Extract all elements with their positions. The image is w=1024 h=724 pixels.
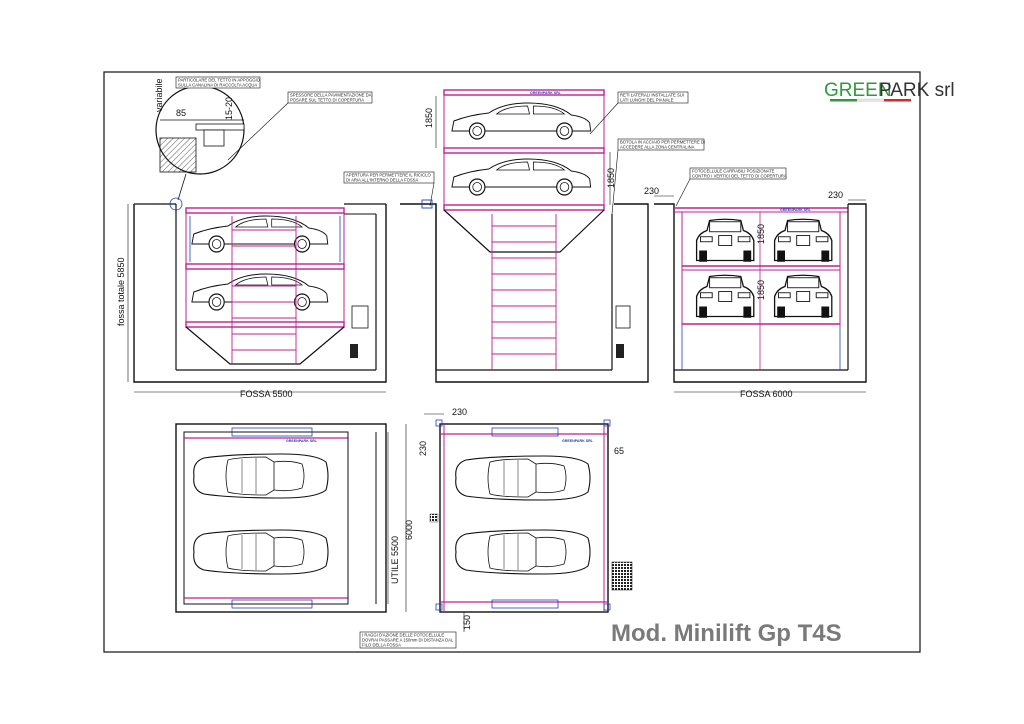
model-title: Mod. Minilift Gp T4S <box>611 620 842 647</box>
note-floor-line2: POSARE SUL TETTO DI COPERTURA <box>290 98 364 103</box>
label-1850-lower: 1850 <box>606 168 616 188</box>
note-beam-line2: DOVRAI PASSARE A 150mm DI DISTANZA DAL <box>362 638 454 643</box>
elevation-view-middle: 1850 1850 GREENPARK SRL RETI LATERALI IN… <box>343 89 705 383</box>
note-side-nets-line1: RETI LATERALI INSTALLATE SUI <box>620 93 684 98</box>
company-logo: GREEN PARK srl <box>824 80 955 102</box>
label-85: 85 <box>176 108 186 118</box>
plate-label-plan-right: GREENPARK SRL <box>562 439 594 443</box>
label-variabile: variabile <box>154 78 164 112</box>
logo-black-text: PARK srl <box>879 80 955 101</box>
label-230-right: 230 <box>828 190 843 200</box>
plan-view-right: GREENPARK SRL 230 65 150 I RAGGI D'AZION… <box>359 407 633 649</box>
note-photocells-line1: FOTOCELLULE CARRABILI POSIZIONATE <box>692 169 775 174</box>
label-230-top: 230 <box>452 407 467 417</box>
note-air-gap-line1: APERTURA PER PERMETTERE IL RICICLO <box>346 173 431 178</box>
note-beam-line1: I RAGGI D'AZIONE DELLE FOTOCELLULE <box>362 633 444 638</box>
label-230-left: 230 <box>644 186 659 196</box>
photocell-marker-left <box>429 513 439 523</box>
note-side-nets-line2: LATI LUNGHI DEL PIANALE <box>620 98 674 103</box>
label-65: 65 <box>614 446 624 456</box>
note-hatch-line2: ACCEDERE ALLA ZONA CENTRALINA <box>620 145 695 150</box>
plate-label-right: GREENPARK SRL <box>780 208 812 212</box>
label-15-20: 15-20 <box>224 97 234 120</box>
note-air-gap-line2: DI ARIA ALL'INTERNO DELLA FOSSA <box>346 178 418 183</box>
label-utile-5500: UTILE 5500 <box>390 536 400 584</box>
plan-view-left: GREENPARK SRL UTILE 5500 6000 230 <box>175 423 428 613</box>
label-fossa-5500: FOSSA 5500 <box>240 389 293 399</box>
label-1850-right-upper: 1850 <box>756 224 766 244</box>
note-floor-line1: SPESSORE DELLA PAVIMENTAZIONE DA <box>290 93 372 98</box>
label-230-plan: 230 <box>418 441 428 456</box>
elevation-view-right: 1850 1850 GREENPARK SRL 230 230 FOSSA 60… <box>644 167 867 399</box>
logo-green-text: GREEN <box>824 80 892 101</box>
label-150: 150 <box>462 615 472 630</box>
label-1850-upper: 1850 <box>424 108 434 128</box>
plate-label-plan-left: GREENPARK SRL <box>286 439 318 443</box>
note-beam-line3: FILO DELLA FOSSA <box>362 643 401 648</box>
note-photocells-line2: CONTRO I VERTICI DEL TETTO DI COPERTURA <box>692 174 787 179</box>
label-fossa-totale: fossa totale 5850 <box>116 257 126 326</box>
note-hatch-line1: BOTOLA IN ACCIAIO PER PERMETTERE DI <box>620 140 705 145</box>
drain-grid <box>611 561 633 591</box>
note-roof-detail-line2: SULLA CANALINA DI RACCOLTA ACQUA <box>178 83 257 88</box>
label-6000: 6000 <box>404 520 414 540</box>
label-fossa-6000: FOSSA 6000 <box>740 389 793 399</box>
note-roof-detail-line1: PARTICOLARE DEL TETTO IN APPOGGIO <box>178 78 261 83</box>
roof-detail-view: variabile 85 15-20 PARTICOLARE DEL TETTO… <box>154 76 373 201</box>
elevation-view-left: fossa totale 5850 FOSSA 5500 <box>116 197 387 399</box>
label-1850-right-lower: 1850 <box>756 280 766 300</box>
plate-label-top: GREENPARK SRL <box>530 91 562 95</box>
sheet-border <box>103 71 921 653</box>
